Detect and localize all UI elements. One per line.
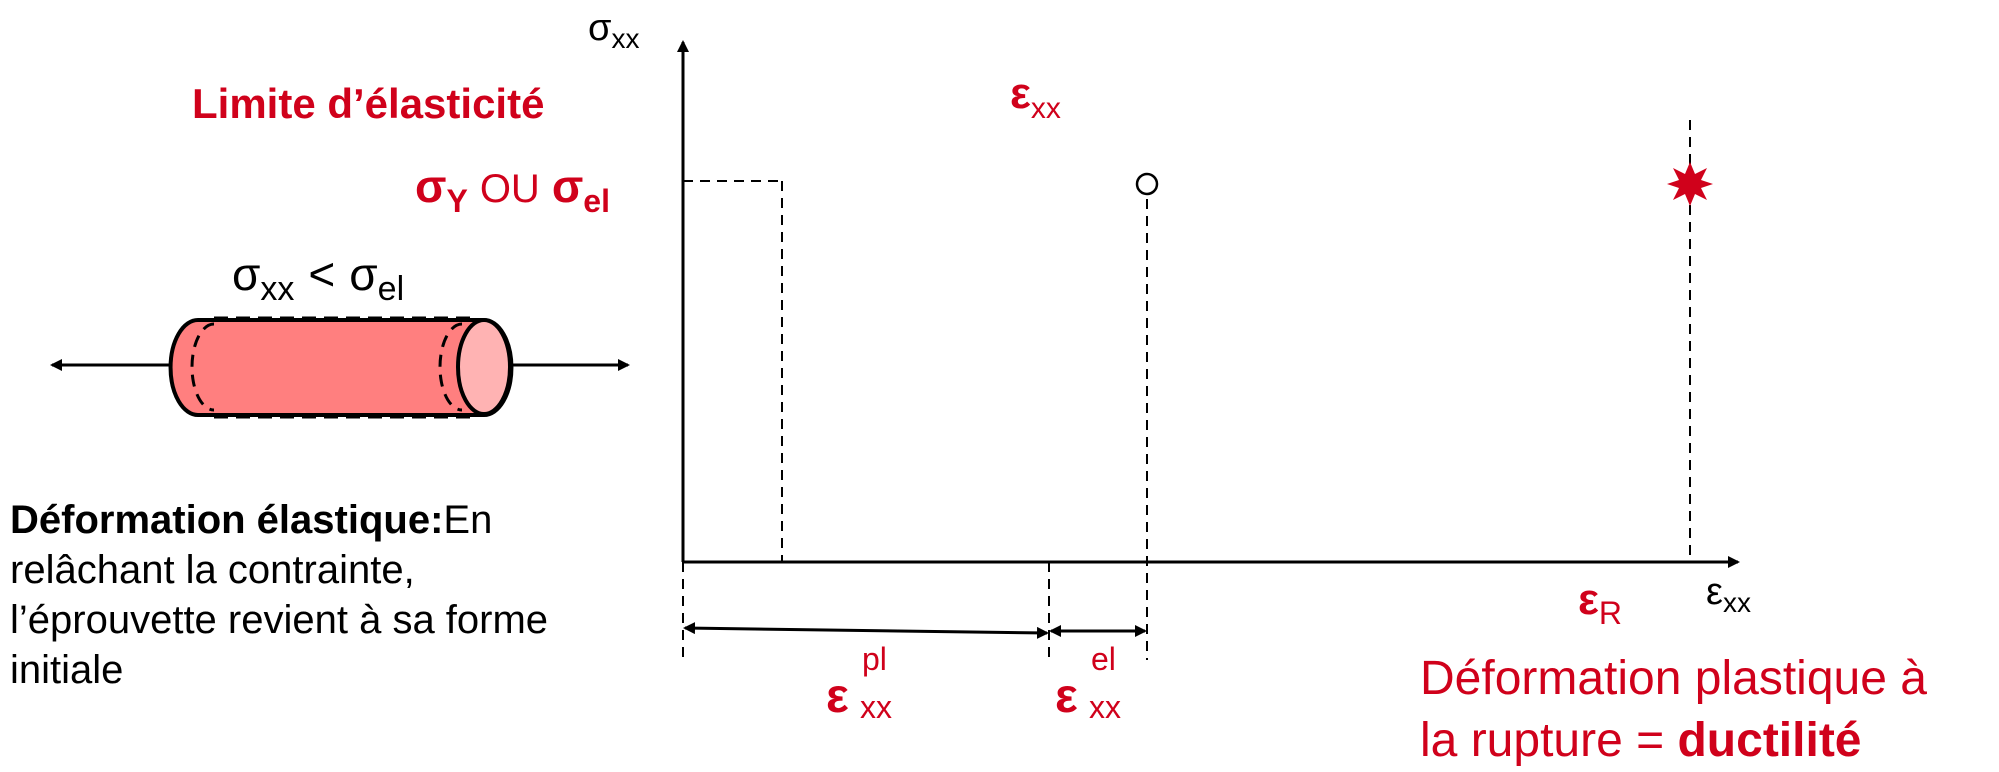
plastic-strain-symbol: ε: [826, 670, 849, 723]
rupture-line-1: Déformation plastique à: [1420, 652, 1927, 705]
limit-title: Limite d’élasticité: [192, 80, 544, 127]
inner-left-arc: [190, 322, 215, 412]
elastic-strain-symbol: ε: [1055, 670, 1078, 723]
rupture-strain-label: εR: [1578, 575, 1622, 631]
rupture-ductility-text: Déformation plastique à la rupture = duc…: [1420, 648, 1999, 772]
plastic-strain-arrow: [683, 622, 1049, 639]
elastic-strain-sub: xx: [1089, 689, 1121, 725]
elastic-strain-sup: el: [1091, 641, 1116, 677]
x-axis-label: εxx: [1706, 571, 1751, 618]
specimen-cylinder: [50, 316, 630, 419]
rupture-star-icon: [1667, 162, 1713, 206]
strain-label: εxx: [1010, 69, 1061, 125]
ductility-word: ductilité: [1677, 714, 1862, 767]
specimen-condition: σxx<σel: [232, 248, 404, 308]
plastic-strain-sup: pl: [862, 641, 887, 677]
cylinder-end-cap: [456, 318, 512, 416]
inner-right-arc: [438, 322, 463, 412]
unload-point-marker: [1135, 172, 1159, 196]
elastic-deformation-text: Déformation élastique:En relâchant la co…: [10, 495, 610, 695]
rupture-line-2: la rupture = ductilité: [1420, 714, 1862, 767]
elastic-deformation-body: En relâchant la contrainte, l’éprouvette…: [10, 498, 549, 692]
plastic-strain-sub: xx: [860, 689, 892, 725]
y-axis-label: σxx: [588, 7, 639, 54]
elastic-deformation-heading: Déformation élastique:: [10, 498, 444, 542]
